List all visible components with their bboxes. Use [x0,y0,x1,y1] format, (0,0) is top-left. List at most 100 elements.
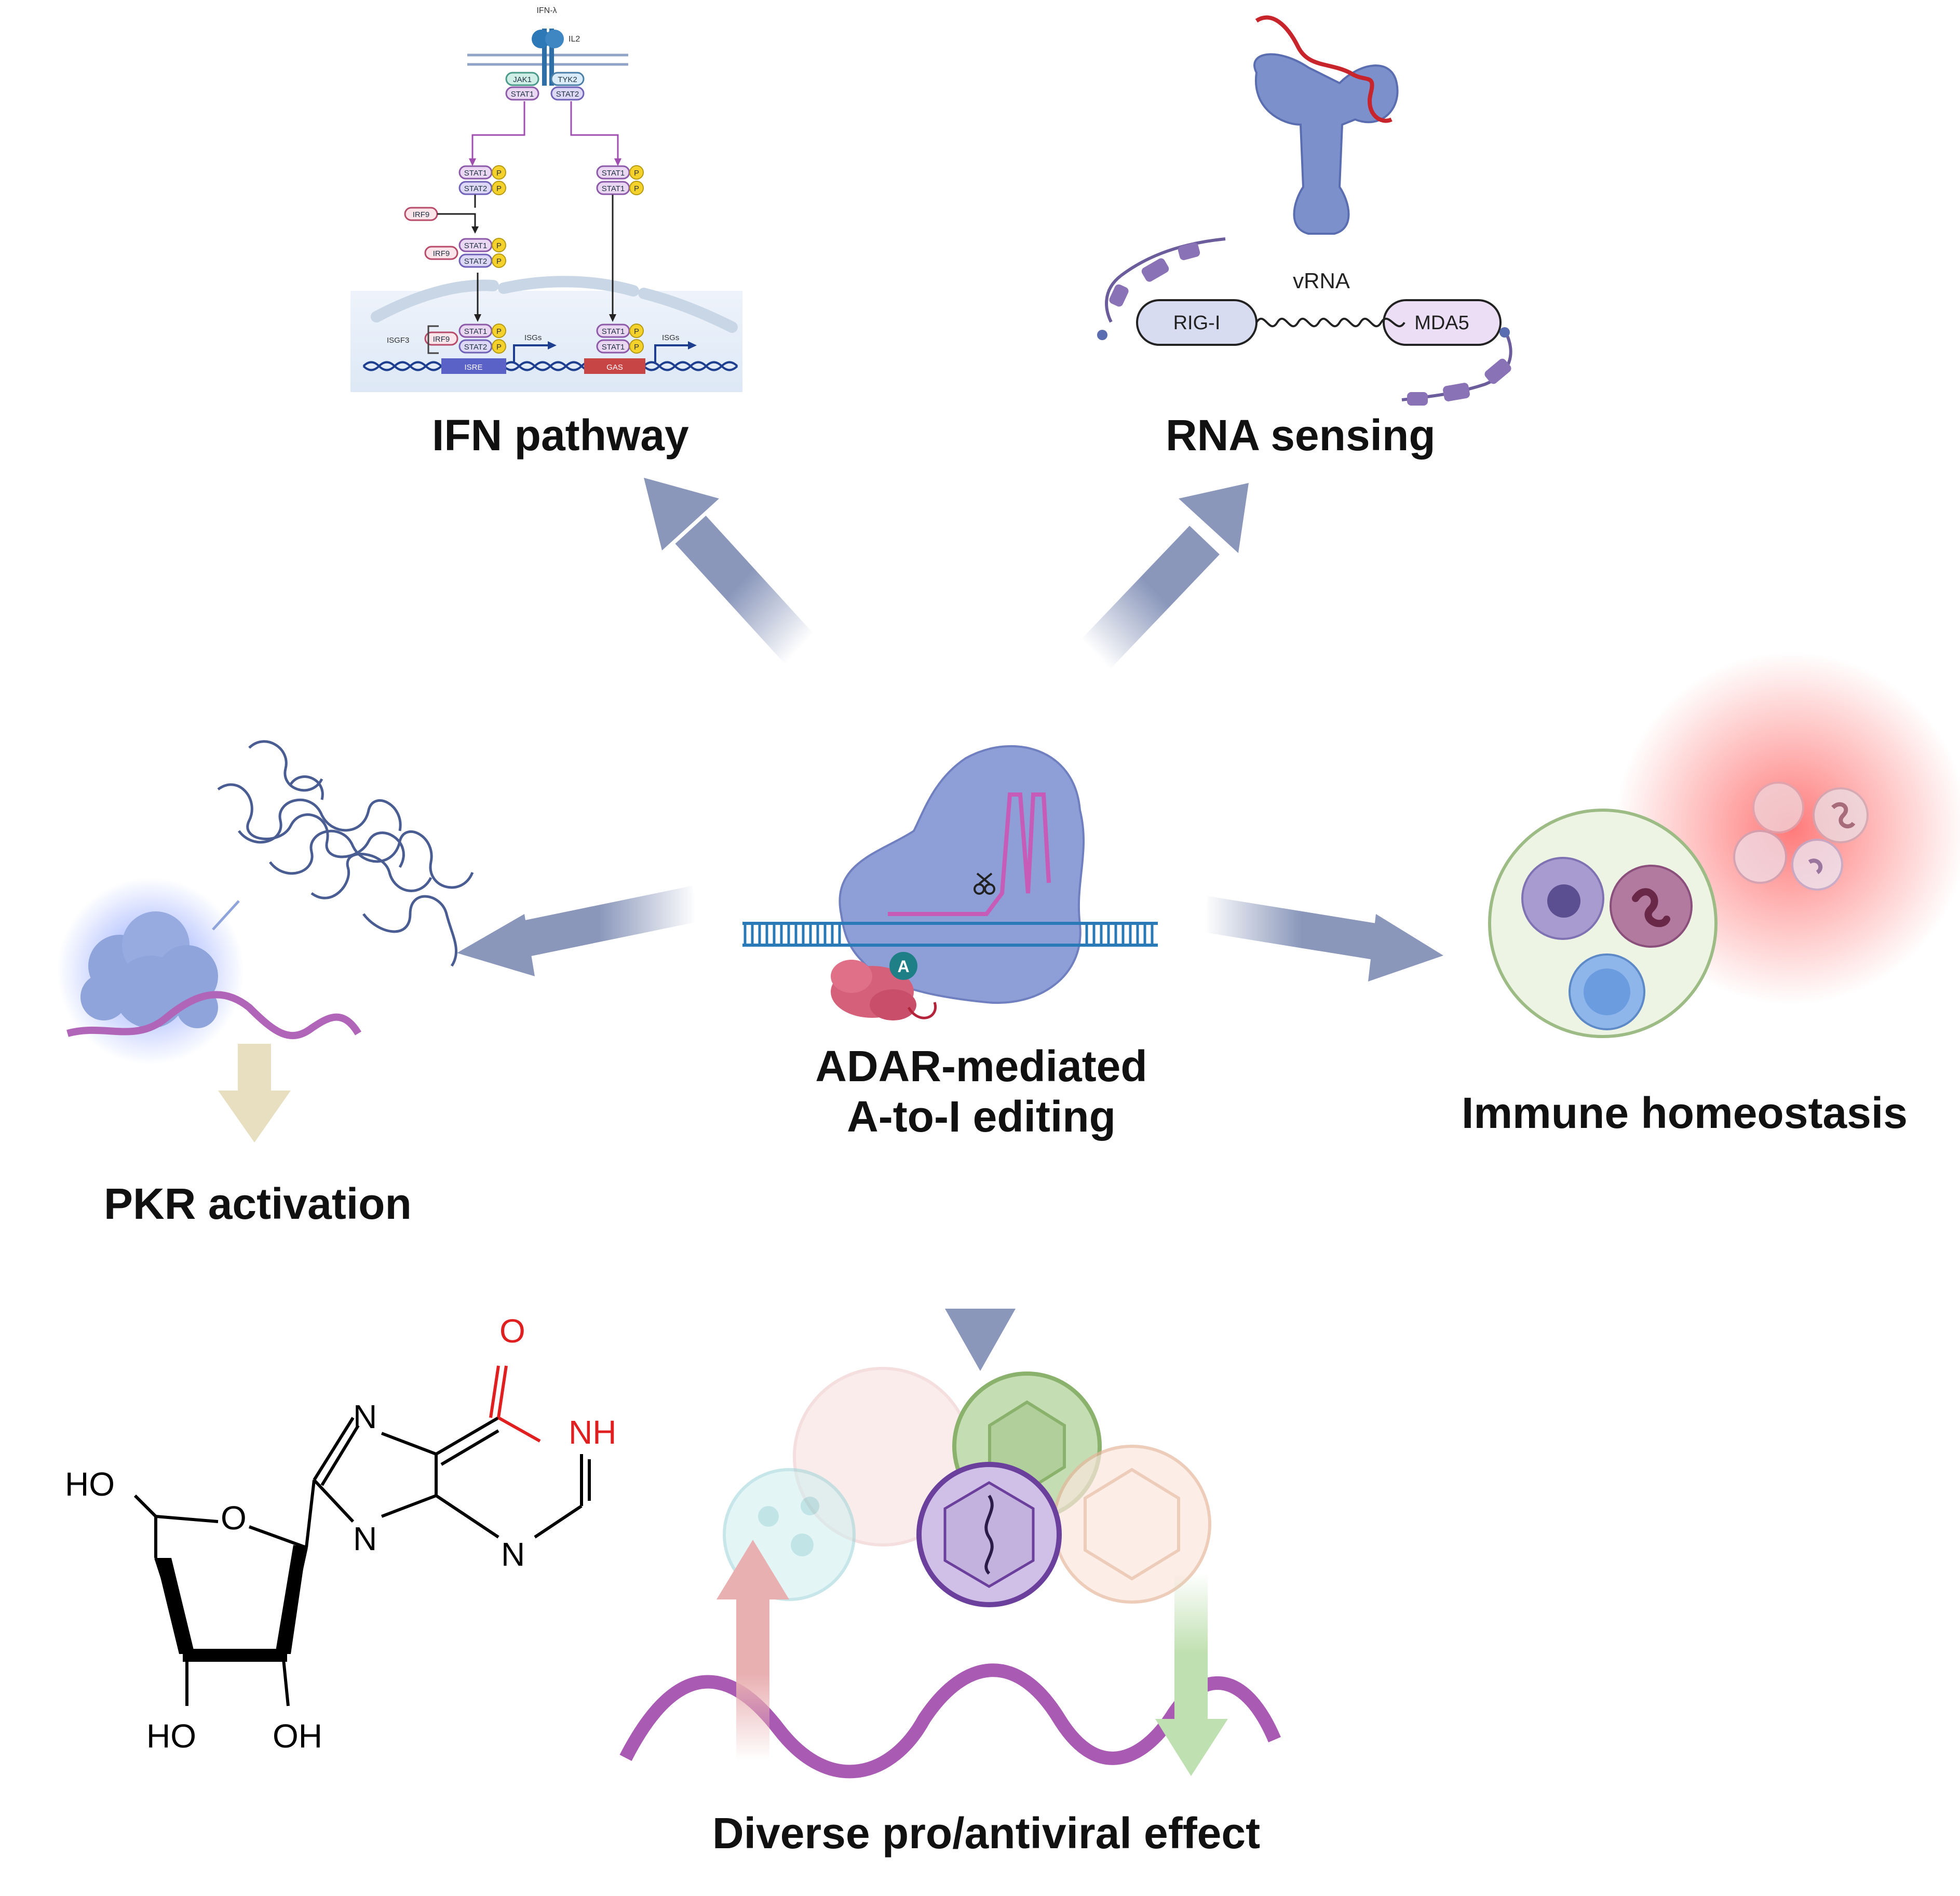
center-title-line1: ADAR-mediated [815,1042,1147,1091]
card-domain-left [1097,237,1226,340]
stat1-label: STAT1 [602,327,625,336]
arrow-to-ifn [644,478,815,663]
jak1-label: JAK1 [513,75,532,84]
stat1-label: STAT1 [464,169,487,178]
receptor-label: IL2 [569,35,580,44]
gas-label: GAS [606,363,623,372]
antiviral-panel [619,1367,1281,1779]
irf9-label: IRF9 [433,249,450,258]
isre-element [441,358,506,374]
inosine-labels: HO O HO OH N N N NH O [65,1312,616,1755]
irf9-free-label: IRF9 [413,210,430,219]
lymphocyte-cell [1569,953,1645,1030]
isgs-label-left: ISGs [524,333,542,342]
antiviral-down-arrow [1155,1574,1228,1776]
stat1-label: STAT1 [464,327,487,336]
arrow-to-antiviral [945,1148,1016,1371]
deaminase-domain [831,960,937,1020]
phospho-icon [629,165,644,180]
antiviral-effect-title: Diverse pro/antiviral effect [712,1809,1261,1858]
phospho-label: P [496,327,502,336]
granulocyte-cluster [1733,782,1869,891]
ifn-ligand [532,30,550,48]
arrow-to-pkr [457,885,700,976]
phospho-icon [492,238,506,252]
inosine-carbonyl-o: O [499,1312,525,1350]
adar-enzyme [839,745,1085,1004]
stat2-label: STAT2 [464,343,487,352]
center-title: ADAR-mediated A-to-I editing [763,1041,1199,1141]
stat1-label: STAT1 [602,343,625,352]
virus-peach [1052,1445,1211,1604]
stat2-receptor-label: STAT2 [556,90,579,99]
pro-viral-up-arrow [717,1540,789,1760]
macrophage-cell [1521,857,1604,940]
phospho-label: P [634,184,639,193]
neutrophil-cell [1610,865,1693,948]
gas-element [584,358,645,374]
rig-i-structure [1253,15,1399,235]
pkr-panel [57,740,474,1142]
scissors-icon [974,872,995,895]
vrna-label: vRNA [1293,268,1350,293]
phospho-label: P [496,169,502,178]
tyk2-box [550,72,585,86]
phospho-icon [492,165,506,180]
stat2-receptor-box [550,86,585,101]
phospho-icon [492,181,506,195]
arrow-to-immune [1201,896,1443,981]
tyk2-label: TYK2 [558,75,577,84]
phospho-icon [492,339,506,354]
phospho-icon [629,324,644,338]
isgf3-label: ISGF3 [387,336,409,345]
ifn-pathway-title: IFN pathway [432,411,689,460]
inosine-ho-top: HO [65,1465,115,1503]
receptor-chain [542,29,547,86]
stat2-label: STAT2 [464,184,487,193]
irf9-box [424,246,458,260]
stat1-receptor-box [505,86,539,101]
adenosine-marker-label: A [897,957,909,976]
stat2-label: STAT2 [464,257,487,266]
isgs-label-right: ISGs [662,333,679,342]
phospho-label: P [496,184,502,193]
center-title-line2: A-to-I editing [847,1092,1116,1141]
inosine-structure [133,1365,591,1706]
stat1-label: STAT1 [602,169,625,178]
inosine-ring-o: O [221,1499,247,1537]
rig-i-label: RIG-I [1173,312,1221,334]
pkr-ribbon-structure [217,740,474,967]
jak1-box [505,72,539,86]
inosine-n9: N [353,1520,377,1557]
phospho-label: P [634,343,639,352]
mda5-box [1383,299,1502,346]
phospho-icon [492,253,506,268]
card-domain-right [1401,327,1512,406]
phospho-label: P [496,257,502,266]
immune-homeostasis-title: Immune homeostasis [1462,1088,1908,1137]
stat1-label: STAT1 [464,241,487,250]
stat1-label: STAT1 [602,184,625,193]
pkr-rna-strand [66,991,362,1040]
vrna-strand [1255,317,1405,328]
phospho-icon [492,324,506,338]
ifn-ligand-label: IFN-λ [536,6,557,15]
phospho-label: P [634,169,639,178]
inosine-n3: N [501,1536,525,1573]
inosine-oh-right: OH [273,1717,322,1755]
phospho-label: P [634,327,639,336]
virus-purple [916,1462,1062,1607]
dsrna-helix [742,922,1158,947]
pkr-kinase-blob [80,911,218,1028]
arrow-to-rna-sensing [1080,483,1249,669]
phospho-icon [629,339,644,354]
adenosine-marker [889,952,917,980]
mda5-label: MDA5 [1414,312,1469,334]
inosine-ho-left: HO [146,1717,196,1755]
irf9-box [424,331,458,346]
